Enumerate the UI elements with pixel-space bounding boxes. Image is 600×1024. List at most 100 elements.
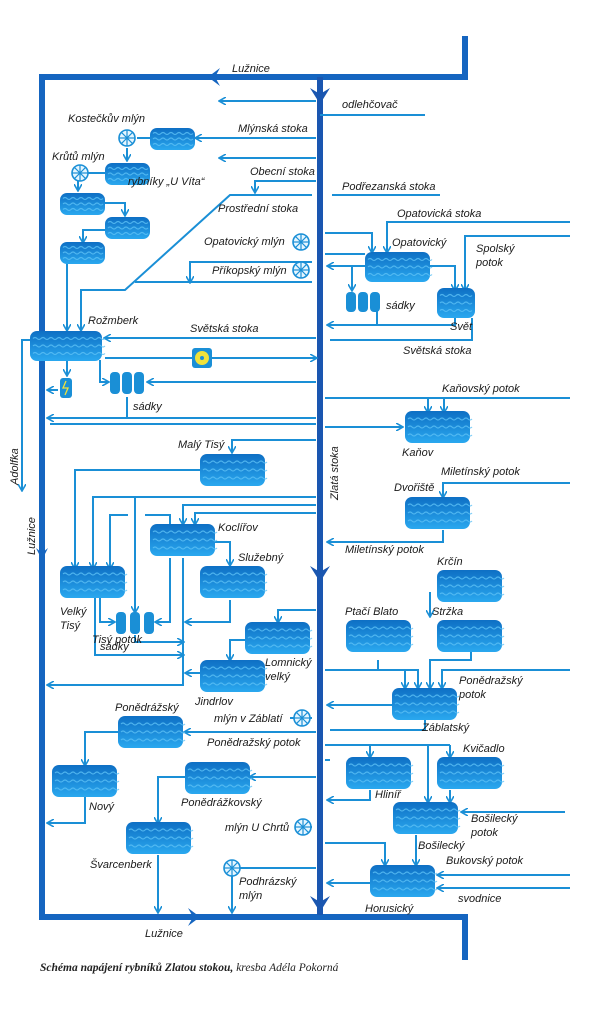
label-kanov: Kaňov [402, 447, 435, 459]
mill-wheel-icon-zablati [293, 709, 311, 727]
label-kanovsky-potok: Kaňovský potok [442, 383, 520, 395]
pond-krcin [437, 570, 505, 602]
label-hlinir: Hliníř [375, 789, 402, 801]
label-sluzebny: Služebný [238, 552, 285, 564]
hydro-plant-icon [60, 378, 72, 398]
mill-wheel-icon-podhrazsky [223, 859, 241, 877]
label-svet: Svět [450, 321, 473, 333]
label-miletinsky-potok-1: Miletínský potok [441, 466, 520, 478]
pond-jindrlov [200, 660, 268, 692]
luznice-flow-arrow-left [36, 548, 48, 560]
label-bosilecky-potok: Bošilecký [471, 813, 519, 825]
luznice-flow-arrow-top [208, 68, 220, 86]
pond-u-vita-pond-1 [105, 163, 150, 185]
label-ponedrazsky-potok-2: Ponědražský potok [207, 737, 301, 749]
label-bukovsky-potok: Bukovský potok [446, 855, 524, 867]
sadky-rozmberk [110, 372, 144, 394]
pond-kvicadlo [437, 757, 505, 789]
label-u-vita: rybníky „U Víta“ [128, 176, 206, 188]
label-bosilecky: Bošilecký [418, 840, 466, 852]
pond-koclirov [150, 524, 218, 556]
label-velky-tisy: Velký [60, 606, 88, 618]
pond-strzka [437, 620, 505, 652]
label-svetska-stoka-2: Světská stoka [403, 345, 471, 357]
label-ponedrazkovsky: Ponědrážkovský [181, 797, 263, 809]
label-prikopsky: Příkopský mlýn [212, 265, 287, 277]
label-maly-tisy: Malý Tisý [178, 439, 226, 451]
label-opatovicka-stoka: Opatovická stoka [397, 208, 481, 220]
pond-hlinir [346, 757, 414, 789]
label-velky-tisy2: Tisý [60, 620, 82, 632]
label-kosteckuv: Kostečkův mlýn [68, 113, 145, 125]
pond-opatovicky [365, 252, 433, 282]
sadky-tisy [116, 612, 154, 634]
channels [48, 101, 570, 912]
label-rozmberk: Rožmberk [88, 315, 139, 327]
label-svetska-stoka-1: Světská stoka [190, 323, 258, 335]
label-horusicky: Horusický [365, 903, 415, 915]
label-ponedrazsky-potok-1b: potok [458, 689, 486, 701]
label-luznice-bottom: Lužnice [145, 928, 183, 940]
luznice-flow-arrow-bottom [188, 908, 200, 926]
label-jindrlov: Jindrlov [194, 696, 234, 708]
caption-credit: kresba Adéla Pokorná [236, 962, 339, 974]
pond-ptaci-blato [346, 620, 414, 652]
label-mlynska-stoka: Mlýnská stoka [238, 123, 308, 135]
label-rozmberk: sádky [133, 401, 163, 413]
pond-rozmberk [30, 331, 106, 361]
pond-dvoriste [405, 497, 473, 529]
label-krutu: Krůtů mlýn [52, 151, 105, 163]
label-tisy-potok: Tisý potok [92, 634, 143, 646]
label-zablatsky: Záblatský [421, 722, 471, 734]
label-opatovicky: sádky [386, 300, 416, 312]
pond-lomnicky [245, 622, 313, 654]
pond-u-vita-pond-3 [105, 217, 150, 239]
label-ptaci-blato: Ptačí Blato [345, 606, 398, 618]
pond-u-vita-pond-2 [60, 193, 105, 215]
sadky-opatovicky [346, 292, 380, 312]
mill-wheel-icon-u-chrtu [294, 818, 312, 836]
label-koclirov: Koclířov [218, 522, 259, 534]
label-zlata-stoka: Zlatá stoka [329, 446, 341, 501]
label-luznice-top: Lužnice [232, 63, 270, 75]
pond-bosilecky [393, 802, 461, 834]
caption-title: Schéma napájení rybníků Zlatou stokou, [40, 962, 234, 974]
label-podhrazsky: Podhrázský [239, 876, 298, 888]
label-spolsky-potok2: potok [475, 257, 503, 269]
pond-horusicky [370, 865, 438, 897]
caption: Schéma napájení rybníků Zlatou stokou, k… [40, 962, 338, 974]
label-miletinsky-potok-2: Miletínský potok [345, 544, 424, 556]
mill-wheel-icon-kosteckuv [118, 129, 136, 147]
label-odlehcovac: odlehčovač [342, 99, 398, 111]
pond-novy [52, 765, 120, 797]
pond-kosteckuv-pond [150, 128, 195, 150]
label-lomnicky: Lomnický [265, 657, 313, 669]
label-podrezanska-stoka: Podřezanská stoka [342, 181, 436, 193]
pond-zablatsky [392, 688, 460, 720]
label-svodnice: svodnice [458, 893, 501, 905]
label-svarcenberk: Švarcenberk [90, 858, 152, 871]
mill-wheel-icon-krutu [71, 164, 89, 182]
label-prostredni-stoka: Prostřední stoka [218, 203, 298, 215]
pond-ponedrazsky [118, 716, 186, 748]
adolfka-channel [22, 339, 30, 490]
label-strzka: Stržka [432, 606, 463, 618]
label-obecni-stoka: Obecní stoka [250, 166, 315, 178]
pond-maly-tisy [200, 454, 268, 486]
label-bosilecky-potok2: potok [470, 827, 498, 839]
pond-u-vita-pond-4 [60, 242, 105, 264]
label-dvoriste: Dvořiště [394, 482, 434, 494]
pond-ponedrazkovsky [185, 762, 253, 794]
label-kvicadlo: Kvičadlo [463, 743, 505, 755]
mill-wheel-icon-prikopsky [292, 261, 310, 279]
label-u-chrtu: mlýn U Chrtů [225, 822, 289, 834]
label-ponedrazsky-potok-1: Ponědražský [459, 675, 524, 687]
label-novy: Nový [89, 801, 116, 813]
pond-svarcenberk [126, 822, 194, 854]
luznice-river [36, 36, 468, 960]
label-spolsky-potok: Spolský [476, 243, 516, 255]
pond-velky-tisy [60, 566, 128, 598]
label-opatovicky: Opatovický [392, 237, 448, 249]
label-ponedrazsky: Ponědrážský [115, 702, 180, 714]
